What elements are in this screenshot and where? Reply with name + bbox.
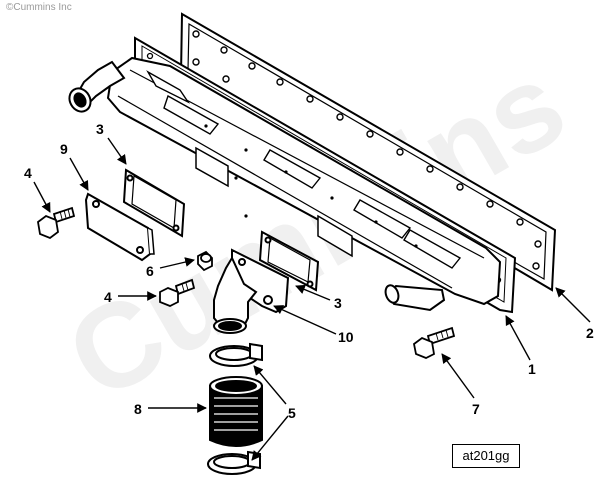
exhaust-manifold-body <box>106 56 502 306</box>
capscrew-lower <box>159 278 196 307</box>
callout-4-upper: 4 <box>24 165 32 181</box>
callout-7: 7 <box>472 401 480 417</box>
callout-10: 10 <box>338 329 354 345</box>
gasket <box>179 12 557 292</box>
figure-id-label: at201gg <box>452 444 520 468</box>
callout-3-right: 3 <box>334 295 342 311</box>
manifold-left-outlet <box>68 60 126 113</box>
callout-8: 8 <box>134 401 142 417</box>
manifold-right-outlet <box>384 284 446 312</box>
callout-5: 5 <box>288 405 296 421</box>
callout-1: 1 <box>528 361 536 377</box>
callout-6: 6 <box>146 263 154 279</box>
callouts: 3 9 4 6 4 3 10 8 5 1 2 7 <box>24 121 594 421</box>
callout-2: 2 <box>586 325 594 341</box>
callout-4-lower: 4 <box>104 289 112 305</box>
callout-9: 9 <box>60 141 68 157</box>
capscrew-upper <box>37 206 76 240</box>
exhaust-elbow <box>213 248 290 334</box>
cover-plate <box>84 192 155 262</box>
connection-hose <box>209 376 263 447</box>
elbow-gasket <box>258 230 320 292</box>
copyright-notice: ©Cummins Inc <box>6 2 72 13</box>
callout-3-left: 3 <box>96 121 104 137</box>
leader-lines <box>33 137 591 461</box>
manifold-capscrew <box>413 326 456 359</box>
hose-clamp-upper <box>209 342 263 367</box>
hose-clamp-lower <box>207 450 261 475</box>
cover-gasket-left <box>122 168 186 238</box>
pipe-plug <box>197 250 213 272</box>
